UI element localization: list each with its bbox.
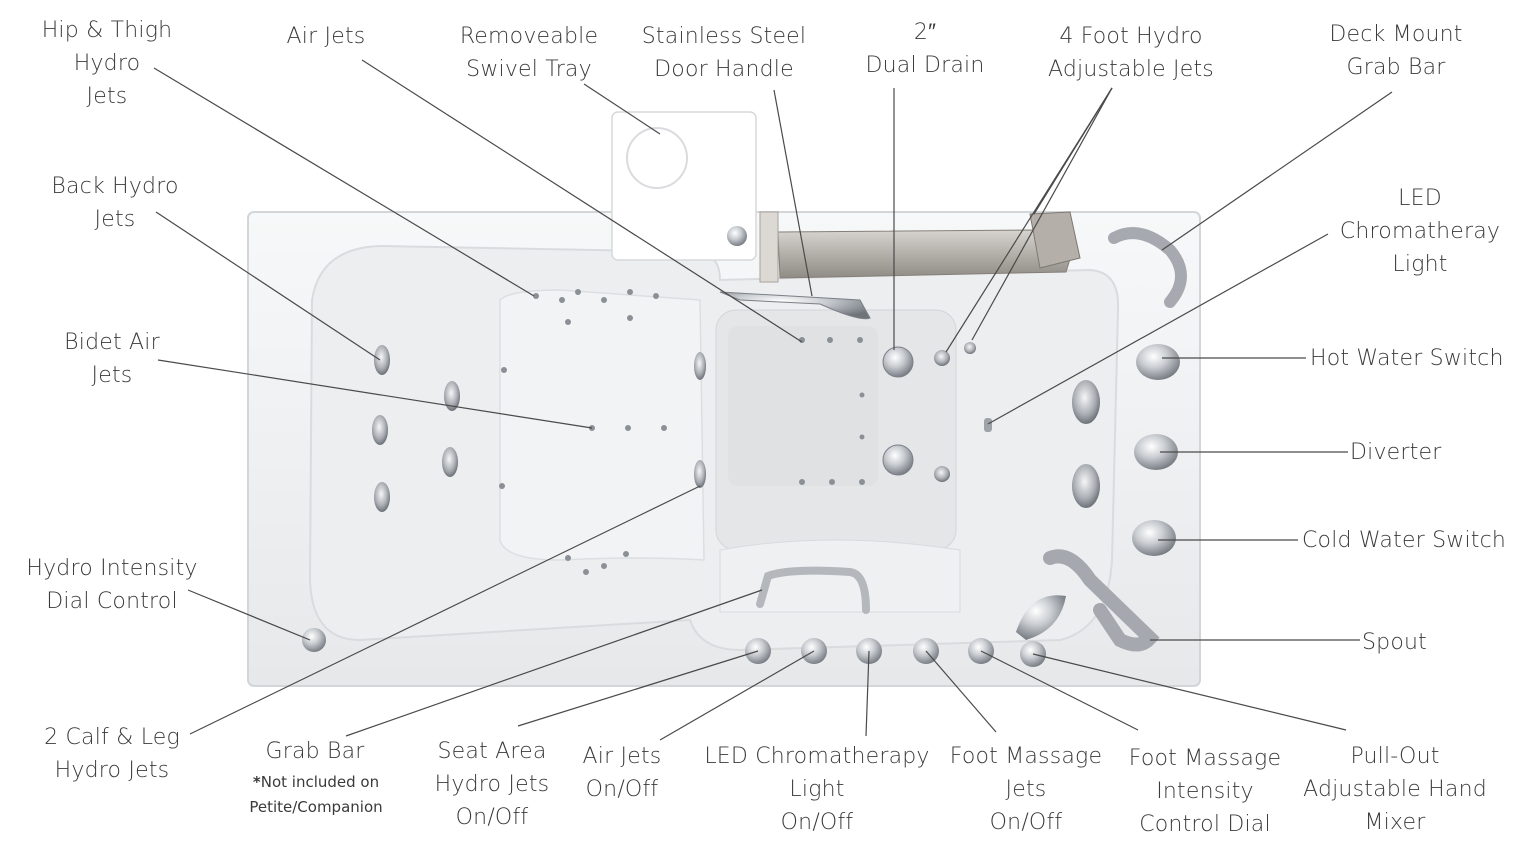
- label-foot-hydro-jets: 4 Foot Hydro Adjustable Jets: [1048, 24, 1214, 82]
- label-grab-bar: Grab Bar: [265, 739, 365, 764]
- label-diverter: Diverter: [1350, 440, 1442, 465]
- door-edge: [759, 211, 779, 283]
- label-hip-thigh-hydro-jets: Hip & Thigh Hydro Jets: [41, 18, 173, 109]
- label-air-jets-top: Air Jets: [286, 24, 366, 49]
- spout: [1043, 549, 1160, 652]
- grab-bar-note-star: *: [252, 773, 261, 791]
- deck-grab-bar: [1108, 227, 1187, 308]
- label-air-jets-onoff: Air Jets On/Off: [582, 744, 662, 802]
- tub-basin: [308, 244, 1120, 652]
- door-hinge-bar: [1029, 211, 1081, 269]
- label-hot-water-switch: Hot Water Switch: [1310, 346, 1504, 371]
- label-hydro-intensity-dial: Hydro Intensity Dial Control: [26, 556, 198, 614]
- label-foot-massage-jets: Foot Massage Jets On/Off: [949, 744, 1103, 835]
- hand-mixer: [1016, 595, 1066, 640]
- label-spout: Spout: [1362, 630, 1427, 655]
- label-foot-massage-dial: Foot Massage Intensity Control Dial: [1128, 746, 1282, 837]
- label-cold-water-switch: Cold Water Switch: [1302, 528, 1507, 553]
- back-hydro-jets: [372, 345, 460, 512]
- hydro-intensity-dial: [302, 628, 326, 652]
- label-swivel-tray: Removeable Swivel Tray: [459, 24, 599, 82]
- label-bidet-air-jets: Bidet Air Jets: [64, 330, 160, 388]
- drain-bottom: [882, 444, 914, 476]
- label-deck-grab-bar: Deck Mount Grab Bar: [1329, 22, 1463, 80]
- drain-top: [882, 346, 914, 378]
- grab-bar-note-text: Not included on Petite/Companion: [249, 773, 383, 816]
- led-light: [984, 418, 992, 432]
- swivel-tray-knob: [727, 226, 747, 246]
- air-jets-dots: [499, 289, 865, 575]
- swivel-tray-cup: [626, 127, 688, 189]
- label-back-hydro-jets: Back Hydro Jets: [51, 174, 179, 232]
- grab-bar-note: *Not included on Petite/Companion: [226, 770, 406, 820]
- label-dual-drain: 2″ Dual Drain: [865, 20, 985, 78]
- leader-lines: [153, 59, 1393, 741]
- tub-step: [719, 539, 961, 613]
- tub-seat: [499, 289, 705, 561]
- foot-hydro-jets: [934, 342, 976, 482]
- label-led-onoff: LED Chromatherapy Light On/Off: [704, 744, 930, 835]
- right-controls: [1072, 344, 1180, 556]
- calf-leg-jets: [694, 352, 706, 488]
- inner-grab-bar: [756, 566, 870, 614]
- non-slip-floor: [728, 326, 878, 486]
- door-handle: [719, 291, 871, 320]
- label-hand-mixer: Pull-Out Adjustable Hand Mixer: [1303, 744, 1487, 835]
- label-led-light-right: LED Chromatheray Light: [1339, 186, 1501, 277]
- label-door-handle: Stainless Steel Door Handle: [641, 24, 807, 82]
- label-calf-leg-hydro-jets: 2 Calf & Leg Hydro Jets: [44, 725, 180, 783]
- label-seat-area-hydro-jets: Seat Area Hydro Jets On/Off: [434, 739, 550, 830]
